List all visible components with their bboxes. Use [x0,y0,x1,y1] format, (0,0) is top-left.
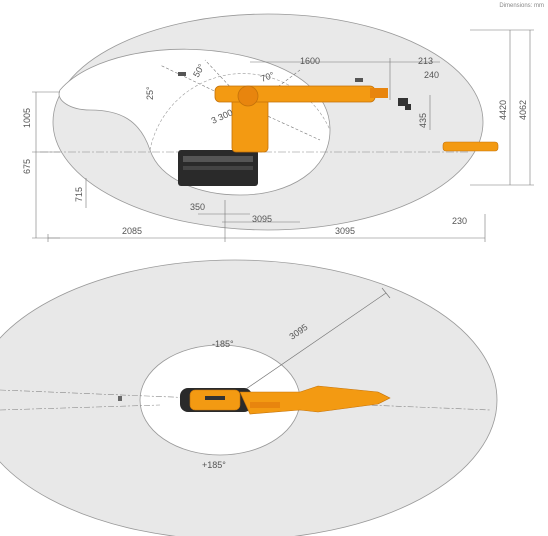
top-robot [180,385,391,415]
top-angle-bottom: +185° [202,460,226,470]
units-caption: Dimensions: mm [499,3,544,9]
side-robot-extended-arm [442,141,499,152]
dim-left-0: 1005 [22,108,32,128]
side-robot [178,85,411,186]
dim-right-1: 4420 [498,100,508,120]
dim-bottom-0: 2085 [122,226,142,236]
dim-bottom-1: 3095 [335,226,355,236]
dim-right-2: 4062 [518,100,528,120]
dim-base-1: 3095 [252,214,272,224]
top-view: 3095 -185° +185° [0,259,498,536]
angle-label-1: 25° [145,86,155,100]
dim-left-2: 715 [74,187,84,202]
dim-right-0: 435 [418,113,428,128]
dim-left-1: 675 [22,159,32,174]
dim-top-1: 213 [418,56,433,66]
angle-label-2: 70° [259,70,276,84]
side-view: 1600 213 240 50° 25° 70° 3 300 1005 675 … [22,13,534,242]
top-marker [118,396,122,401]
dim-bottom-2: 230 [452,216,467,226]
dim-top-0: 1600 [300,56,320,66]
dim-top-2: 240 [424,70,439,80]
top-radius-line [229,292,387,401]
top-angle-top: -185° [212,339,234,349]
dim-base-0: 350 [190,202,205,212]
side-dim-lines [32,29,534,242]
side-markers [178,72,363,82]
